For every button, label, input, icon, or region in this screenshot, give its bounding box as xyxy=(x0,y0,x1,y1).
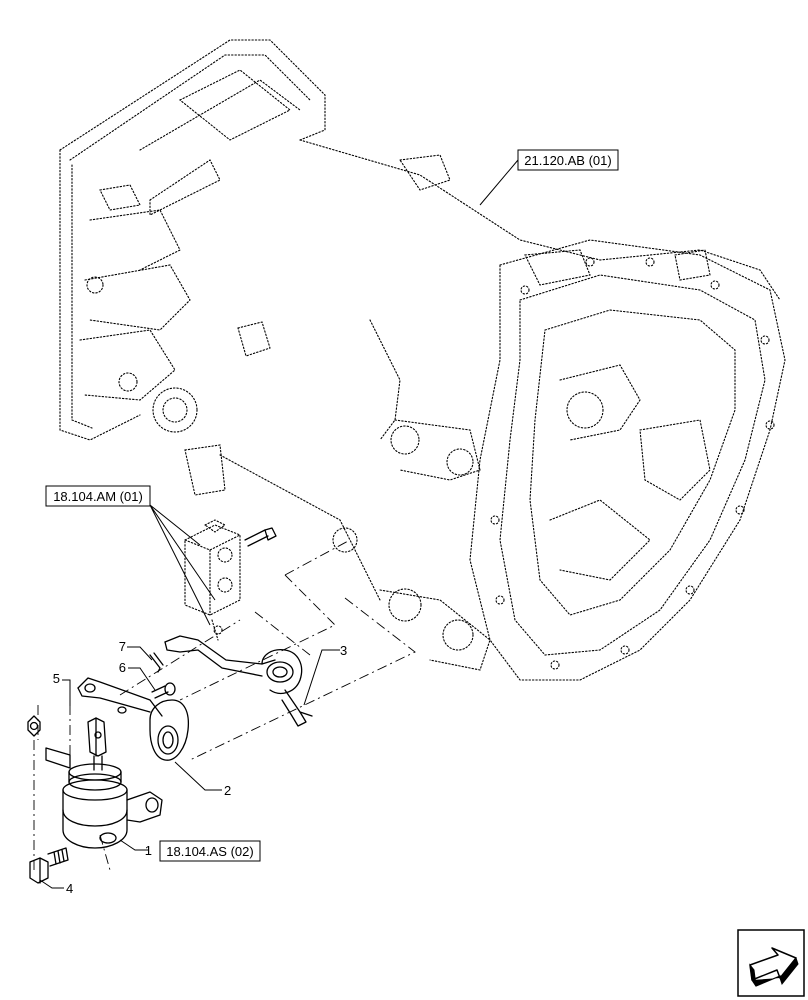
washer xyxy=(27,715,41,737)
hydraulic-actuator xyxy=(45,717,163,849)
reference-valve-block[interactable]: 18.104.AM (01) xyxy=(45,485,151,507)
callout-5: 5 xyxy=(53,671,60,686)
leader-lines xyxy=(39,159,519,889)
reference-actuator[interactable]: 18.104.AS (02) xyxy=(159,840,261,862)
shift-lever xyxy=(77,677,190,761)
callout-1: 1 xyxy=(145,843,152,858)
callout-6: 6 xyxy=(119,660,126,675)
pin xyxy=(151,682,176,699)
callout-2: 2 xyxy=(224,783,231,798)
svg-text:18.104.AM (01): 18.104.AM (01) xyxy=(53,489,143,504)
transmission-housing xyxy=(59,39,786,681)
callout-4: 4 xyxy=(66,881,73,896)
callout-7: 7 xyxy=(119,639,126,654)
svg-text:21.120.AB (01): 21.120.AB (01) xyxy=(524,153,611,168)
valve-block-assembly xyxy=(184,519,277,641)
lever-arm xyxy=(164,635,313,727)
bolt xyxy=(29,847,69,884)
assembly-axis-lines xyxy=(33,539,416,871)
next-page-arrow-icon[interactable] xyxy=(737,929,805,997)
callout-3: 3 xyxy=(340,643,347,658)
reference-transmission-housing[interactable]: 21.120.AB (01) xyxy=(517,149,619,171)
svg-text:18.104.AS (02): 18.104.AS (02) xyxy=(166,844,253,859)
